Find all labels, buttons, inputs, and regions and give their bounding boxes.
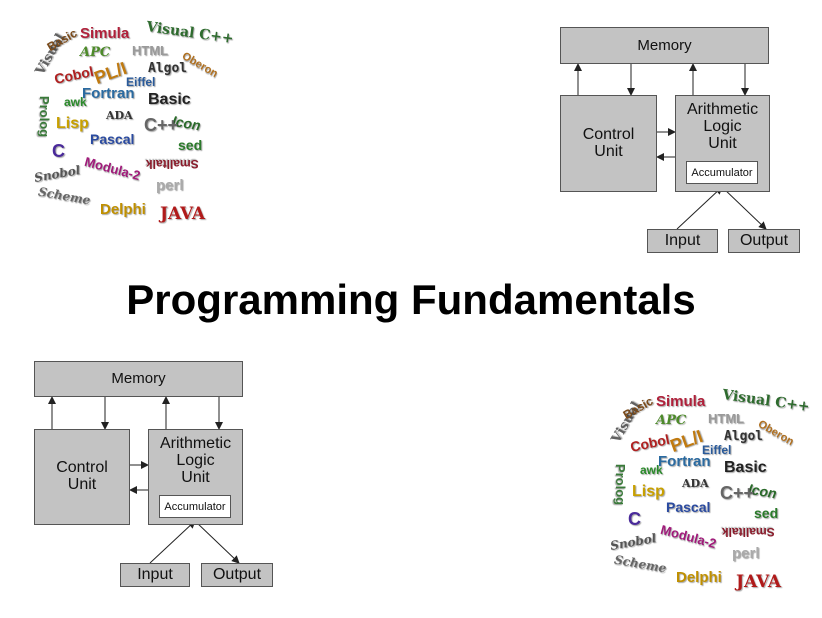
logo-eiffel: Eiffel (702, 443, 732, 457)
control-unit-label: Control Unit (582, 125, 635, 160)
output-label: Output (739, 231, 789, 249)
output-label: Output (212, 565, 262, 583)
memory-label: Memory (111, 370, 166, 388)
alu-label: Arithmetic Logic Unit (159, 435, 232, 486)
accumulator-box: Accumulator (686, 161, 758, 184)
page-title: Programming Fundamentals (126, 276, 696, 323)
logo-awk: awk (64, 95, 87, 109)
logo-c: C (628, 509, 641, 529)
accumulator-label: Accumulator (164, 500, 226, 513)
logo-pascal: Pascal (90, 131, 135, 147)
logo-ada: ADA (682, 477, 709, 490)
logo-simula: Simula (80, 25, 130, 42)
logo-html: HTML (132, 43, 169, 58)
control-unit-box: Control Unit (560, 95, 657, 192)
logo-cpp: C++ (720, 483, 755, 503)
logo-fortran: Fortran (658, 453, 711, 470)
logo-ada: ADA (106, 109, 133, 122)
logo-sed: sed (754, 505, 779, 521)
language-collage-bottom-right: Simula Visual C++ Visual Basic APC HTML … (604, 387, 811, 600)
input-label: Input (664, 231, 701, 249)
logo-basic-large: Basic (724, 459, 767, 476)
logo-algol: Algol (724, 429, 764, 444)
logo-apc: APC (80, 45, 111, 60)
logo-perl: perl (156, 177, 184, 194)
logo-awk: awk (640, 463, 663, 477)
output-box: Output (728, 229, 800, 253)
logo-fortran: Fortran (82, 85, 135, 102)
logo-lisp: Lisp (632, 483, 665, 500)
output-box: Output (201, 563, 273, 587)
diagram-arrows (574, 63, 767, 230)
alu-label: Arithmetic Logic Unit (686, 101, 759, 152)
logo-simula: Simula (656, 393, 706, 410)
logo-sed: sed (178, 137, 203, 153)
accumulator-label: Accumulator (691, 166, 753, 179)
logo-basic-large: Basic (148, 91, 191, 108)
logo-eiffel: Eiffel (126, 75, 156, 89)
architecture-diagram-bottom-left: Memory Control Unit Arithmetic Logic Uni… (0, 340, 822, 600)
control-unit-label: Control Unit (56, 459, 108, 493)
input-box: Input (120, 563, 190, 587)
logo-html: HTML (708, 411, 745, 426)
memory-label: Memory (637, 36, 692, 54)
logo-delphi: Delphi (676, 569, 722, 586)
logo-algol: Algol (148, 61, 188, 76)
logo-java: JAVA (160, 204, 206, 224)
logo-apc: APC (656, 413, 687, 428)
logo-java: JAVA (736, 572, 782, 592)
logo-cpp: C++ (144, 115, 179, 135)
logo-perl: perl (732, 545, 760, 562)
logo-lisp: Lisp (56, 115, 89, 132)
language-collage-top-left: Simula Visual C++ Visual Basic APC HTML … (28, 19, 235, 232)
logo-c: C (52, 141, 65, 161)
control-unit-box: Control Unit (34, 429, 130, 525)
architecture-diagram-top-right: Memory Control Unit Arithmetic Logic Uni… (0, 0, 822, 260)
logo-delphi: Delphi (100, 201, 146, 218)
accumulator-box: Accumulator (159, 495, 231, 518)
memory-box: Memory (560, 27, 769, 64)
diagram-arrows (48, 396, 240, 564)
input-label: Input (137, 565, 173, 583)
logo-pascal: Pascal (666, 499, 711, 515)
memory-box: Memory (34, 361, 243, 397)
input-box: Input (647, 229, 718, 253)
